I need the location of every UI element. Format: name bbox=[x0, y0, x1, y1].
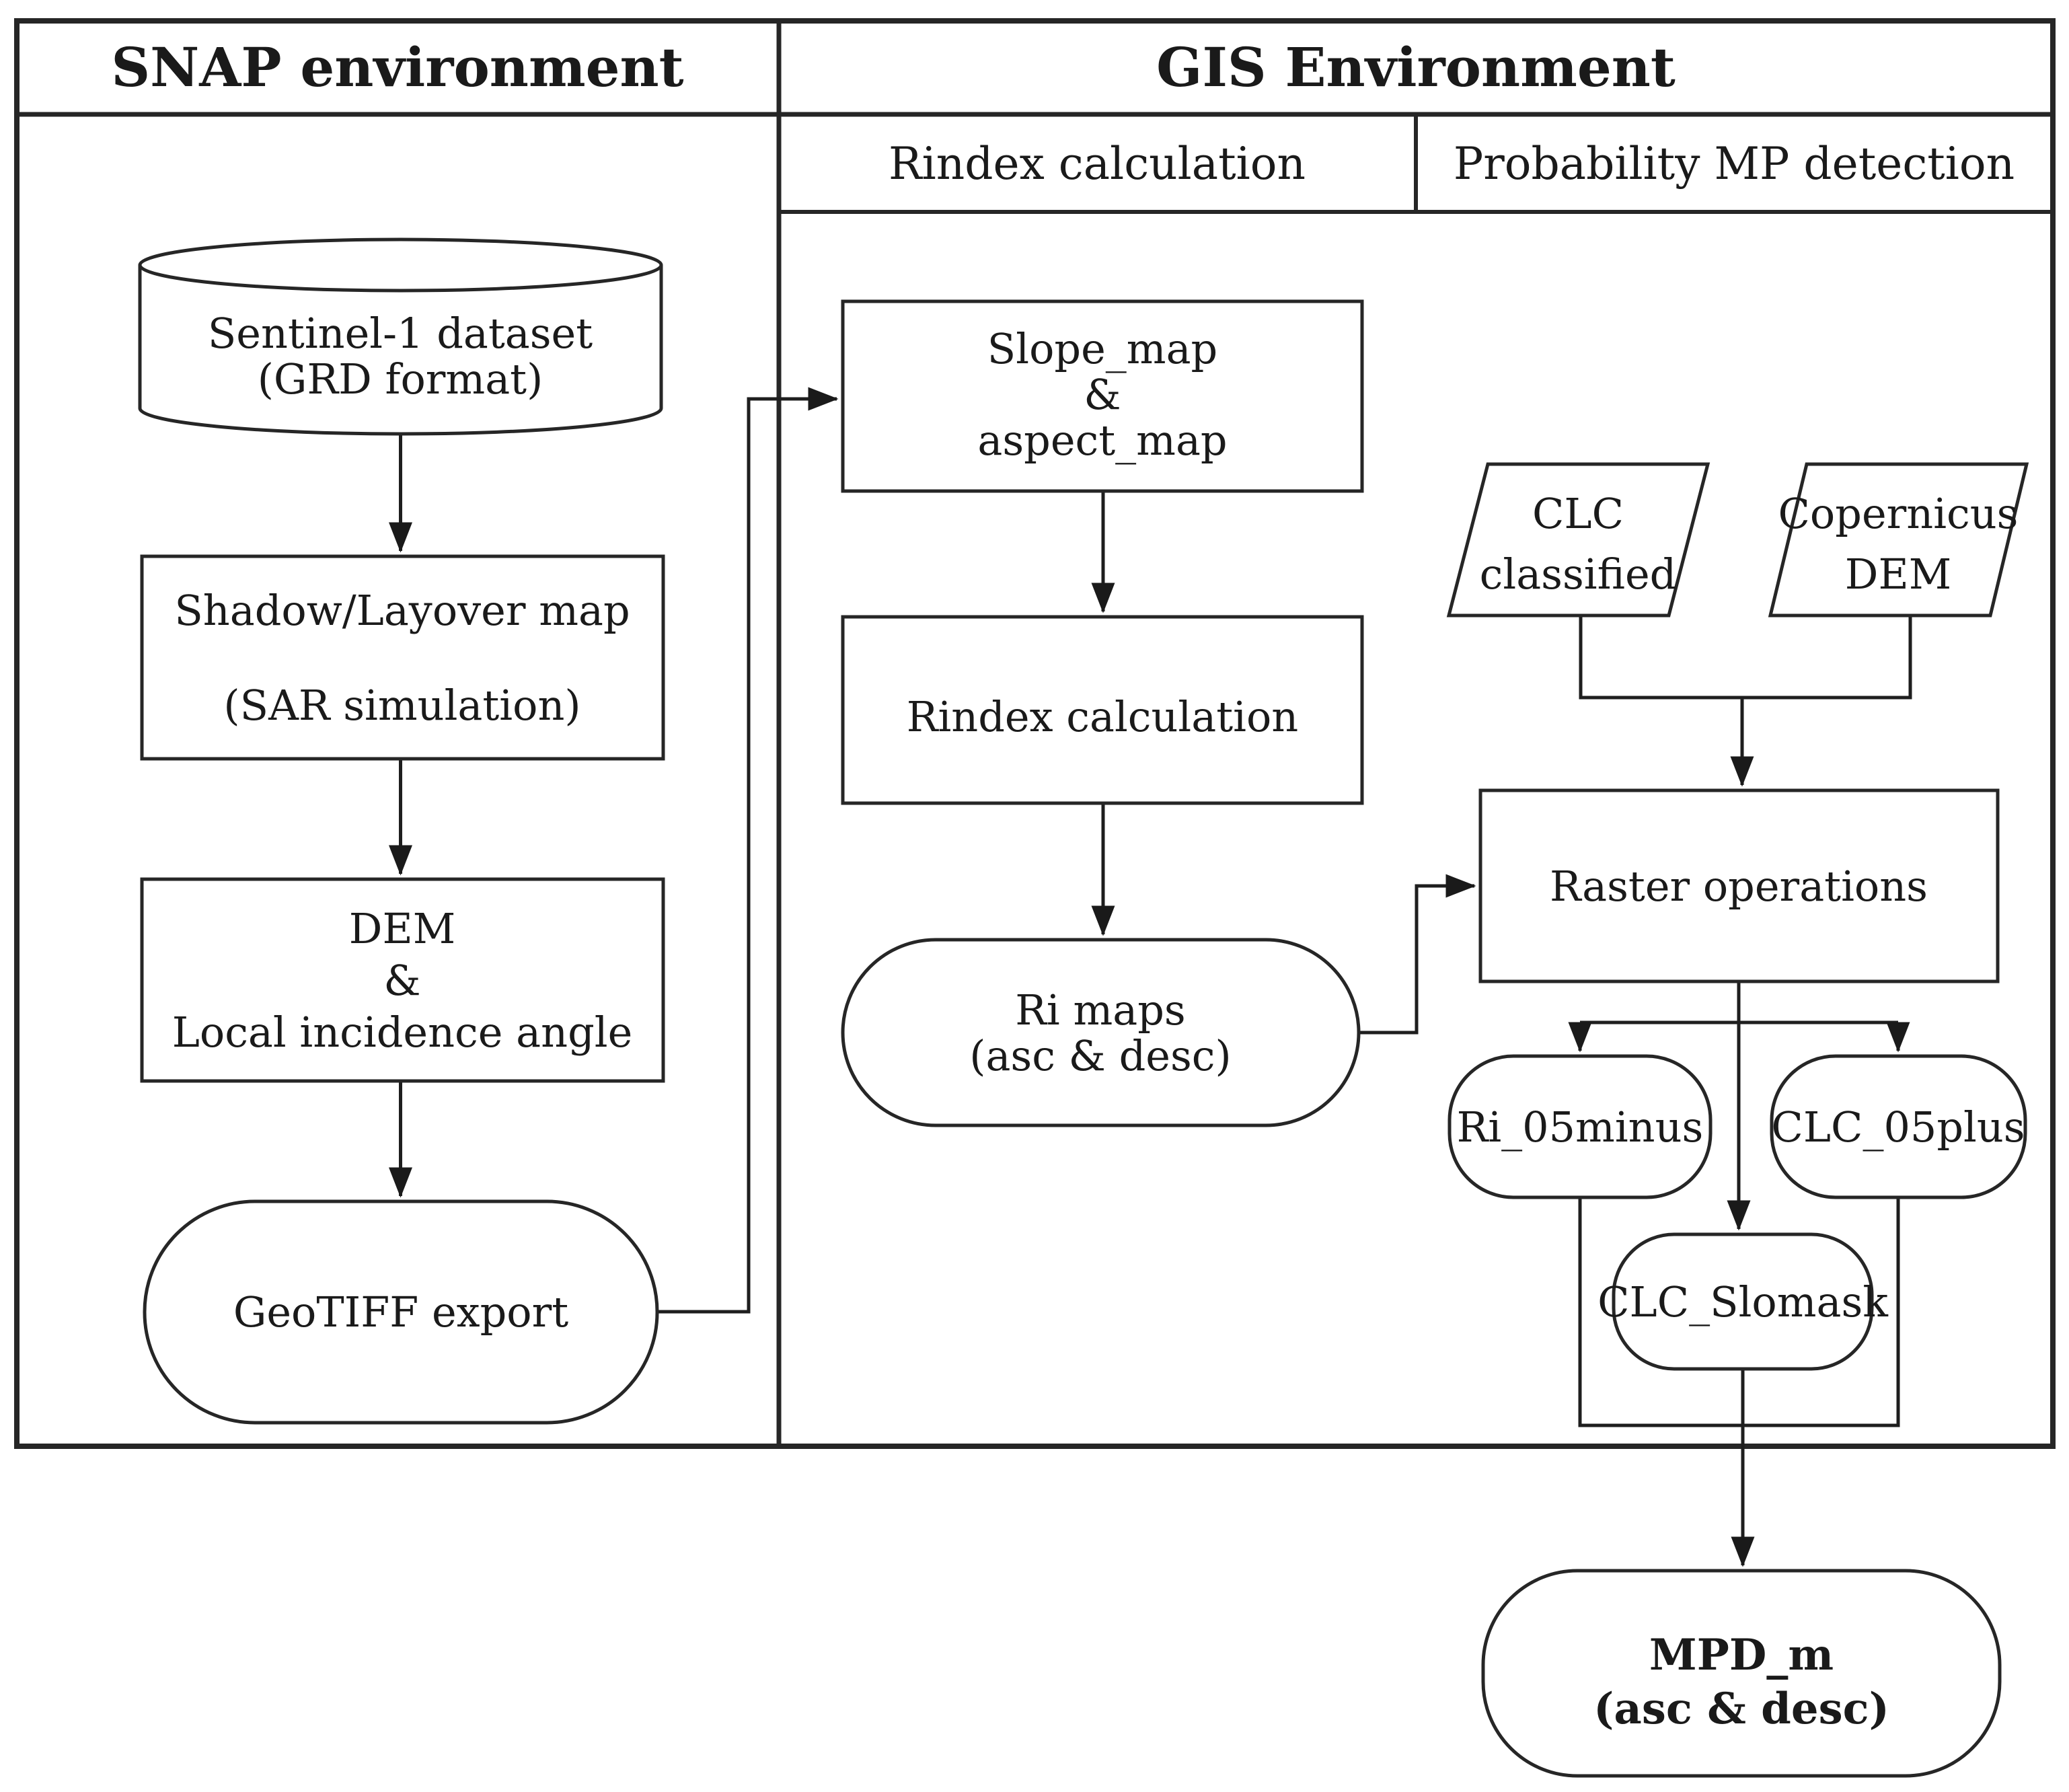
node-raster-operations: Raster operations bbox=[1478, 788, 2000, 983]
shadow-box bbox=[140, 554, 665, 761]
copernicus-label-line1: Copernicus bbox=[1778, 489, 2018, 538]
node-slope-aspect-map: Slope_map & aspect_map bbox=[841, 299, 1364, 493]
node-ri-05minus: Ri_05minus bbox=[1447, 1054, 1713, 1199]
clc05plus-label: CLC_05plus bbox=[1771, 1103, 2025, 1152]
mpd-stadium bbox=[1481, 1569, 2002, 1778]
node-mpd-output: MPD_m (asc & desc) bbox=[1481, 1569, 2002, 1778]
clc-label-line2: classified bbox=[1480, 550, 1677, 599]
geotiff-label: GeoTIFF export bbox=[233, 1287, 568, 1337]
clc-parallelogram bbox=[1446, 462, 1710, 618]
node-geotiff-export: GeoTIFF export bbox=[143, 1199, 659, 1425]
ri05minus-stadium bbox=[1447, 1054, 1713, 1199]
rindex-label: Rindex calculation bbox=[907, 692, 1298, 741]
shadow-label-line2: (SAR simulation) bbox=[223, 681, 580, 730]
cylinder-body bbox=[138, 265, 663, 436]
node-clc-slomask: CLC_Slomask bbox=[1597, 1232, 1888, 1371]
header-gis-environment: GIS Environment bbox=[1156, 36, 1676, 99]
clc-label-line1: CLC bbox=[1532, 489, 1624, 538]
clcslomask-label: CLC_Slomask bbox=[1597, 1277, 1888, 1327]
connector-parallelogram-merge bbox=[1579, 615, 1912, 700]
mpd-label-line1: MPD_m bbox=[1649, 1630, 1834, 1680]
connector-outputs-join bbox=[1578, 1197, 1900, 1427]
ri05minus-label: Ri_05minus bbox=[1457, 1103, 1704, 1152]
node-dem-local-incidence: DEM & Local incidence angle bbox=[140, 877, 665, 1083]
sentinel-label-line1: Sentinel-1 dataset bbox=[208, 309, 593, 358]
dem-label-line2: & bbox=[383, 956, 420, 1005]
geotiff-stadium bbox=[143, 1199, 659, 1425]
node-shadow-layover-map: Shadow/Layover map (SAR simulation) bbox=[140, 554, 665, 761]
dem-label-line1: DEM bbox=[349, 904, 455, 953]
slope-box bbox=[841, 299, 1364, 493]
node-clc-05plus: CLC_05plus bbox=[1770, 1054, 2027, 1199]
rindex-box bbox=[841, 615, 1364, 805]
node-rindex-calculation: Rindex calculation bbox=[841, 615, 1364, 805]
sentinel-label-line2: (GRD format) bbox=[258, 354, 543, 404]
copernicus-label-line2: DEM bbox=[1845, 550, 1951, 599]
dem-box bbox=[140, 877, 665, 1083]
header-snap-environment: SNAP environment bbox=[111, 36, 683, 99]
rimaps-label-line2: (asc & desc) bbox=[969, 1031, 1231, 1080]
subheader-probability-mp-detection: Probability MP detection bbox=[1454, 138, 2015, 190]
connector-geotiff-to-slope bbox=[657, 387, 839, 1314]
cylinder-top bbox=[138, 237, 663, 293]
copernicus-parallelogram bbox=[1768, 462, 2029, 618]
node-copernicus-dem: Copernicus DEM bbox=[1768, 462, 2029, 618]
dem-label-line3: Local incidence angle bbox=[172, 1008, 633, 1057]
rimaps-label-line1: Ri maps bbox=[1015, 985, 1185, 1035]
slope-label-line2: & bbox=[1084, 370, 1121, 419]
slope-label-line3: aspect_map bbox=[977, 416, 1227, 465]
clcslomask-stadium bbox=[1612, 1232, 1874, 1371]
subheader-rindex-calculation: Rindex calculation bbox=[889, 138, 1306, 190]
connector-rimaps-to-raster bbox=[1359, 874, 1476, 1035]
rimaps-stadium bbox=[841, 938, 1361, 1127]
mpd-label-line2: (asc & desc) bbox=[1593, 1684, 1889, 1734]
node-ri-maps: Ri maps (asc & desc) bbox=[841, 938, 1361, 1127]
raster-label: Raster operations bbox=[1550, 862, 1928, 911]
slope-label-line1: Slope_map bbox=[987, 324, 1217, 373]
clc05plus-stadium bbox=[1770, 1054, 2027, 1199]
outer-frame bbox=[14, 18, 2056, 1449]
shadow-label-line1: Shadow/Layover map bbox=[174, 586, 630, 635]
node-clc-classified: CLC classified bbox=[1446, 462, 1710, 618]
node-sentinel-dataset: Sentinel-1 dataset (GRD format) bbox=[138, 237, 663, 436]
raster-box bbox=[1478, 788, 2000, 983]
